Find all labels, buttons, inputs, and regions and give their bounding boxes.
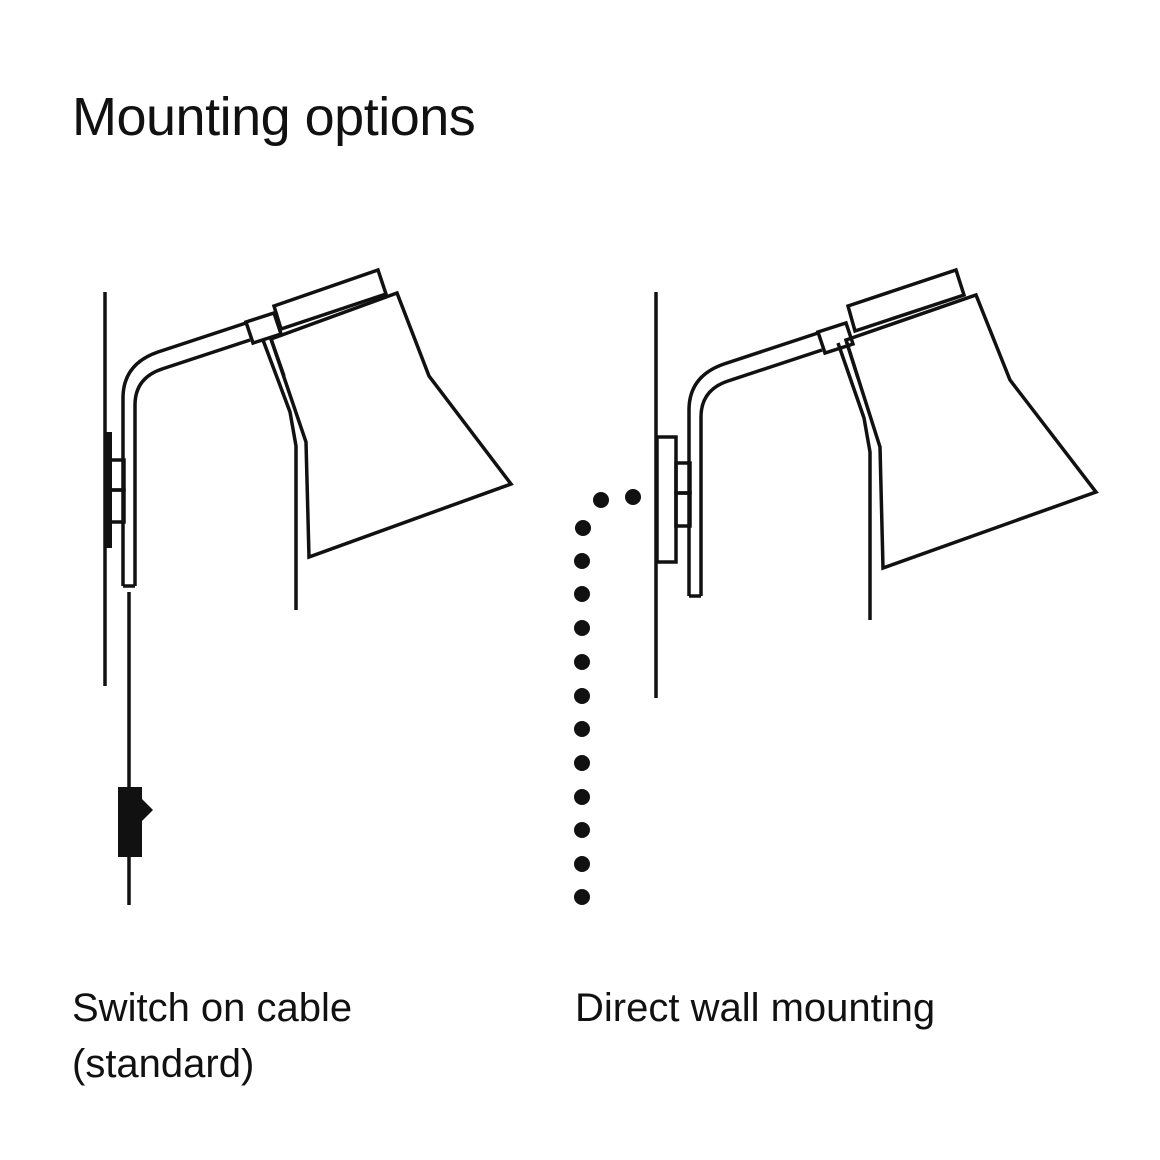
wire-dot [574,789,590,805]
cable-switch [118,787,142,857]
lamp-joint [815,320,856,356]
wire-dot [574,553,590,569]
wire-dot [574,654,590,670]
wall-plate [104,432,112,548]
lamp-rod [261,339,298,610]
caption-line: (standard) [72,1042,255,1086]
wire-dot [574,721,590,737]
cable-switch-button [141,798,153,822]
lamp-arm-inner [133,338,251,586]
caption-line: Switch on cable [72,986,353,1030]
wire-dot [593,492,609,508]
lamp-arm-inner [699,348,823,596]
wire-dot [575,520,591,536]
lamp-shade [843,292,1099,571]
wire-dot [574,856,590,872]
lamp-arm [687,331,819,596]
page-title: Mounting options [72,87,476,147]
wire-dot [574,586,590,602]
lamp-rod [836,342,872,620]
caption-direct-wall-mounting: Direct wall mounting [575,980,935,1036]
wire-dot [574,822,590,838]
lamp-shade [268,290,514,560]
wire-dot [574,620,590,636]
lamp-shade-cap [271,267,389,332]
lamp-arm [121,321,247,586]
caption-line: Direct wall mounting [575,986,936,1030]
junction-plate [655,435,678,564]
wire-dot [574,889,590,905]
lamp-shade-cap [845,267,967,334]
wire-dot [574,755,590,771]
lamp-direct-wall [654,267,1099,698]
caption-switch-on-cable: Switch on cable (standard) [72,980,352,1092]
wire-dot [574,688,590,704]
lamp-switch-on-cable [103,267,514,905]
hidden-wire-dots [574,489,641,905]
wire-dot [625,489,641,505]
